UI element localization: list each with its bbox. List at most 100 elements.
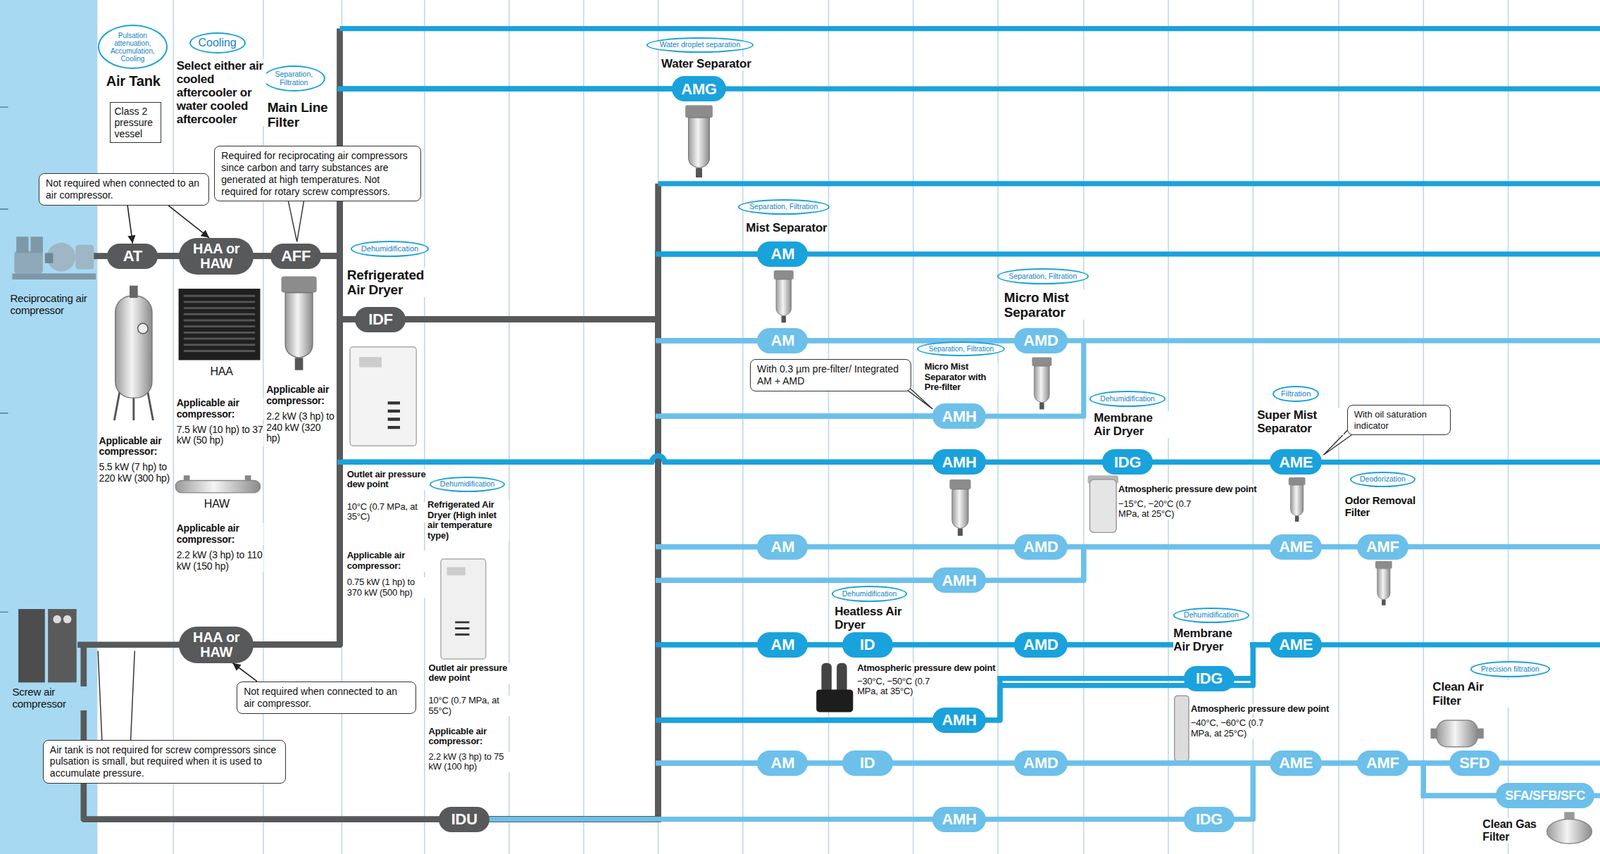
category-tag: Precision filtration [1470,661,1551,677]
filter-image [949,479,971,536]
pipe-connector [405,319,758,646]
node-text: AM [771,754,796,772]
equipment-pill: AFF [270,243,322,270]
connector-line [1423,793,1496,799]
pipe-connector [807,340,1015,341]
pipe-connector [985,678,1184,721]
node-text: Not required when connected to an air co… [243,685,410,710]
reciprocating-compressor-icon [16,236,29,253]
annotation-text: Clean Gas Filter [1482,818,1544,844]
screw-compressor-icon [18,609,77,683]
connector-line [489,580,658,820]
category-tag: Separation, Filtration [262,65,326,92]
pipe-connector [489,547,758,820]
screw-compressor-icon [52,615,62,624]
pipe [77,28,658,820]
dryer-image [816,690,853,713]
node-text: AMD [1023,538,1058,555]
category-tag: Pulsation attenuation, Accumulation, Coo… [97,24,168,70]
pipe [658,340,1600,820]
pointer-arrow [168,205,210,239]
connector-line [127,205,133,244]
node-text: AMH [941,811,977,828]
connector-line [489,763,658,820]
equipment-pill: AMD [1014,328,1067,354]
connector-line [1234,763,1253,820]
connector-line [253,461,340,645]
air-tank-image [129,285,139,298]
annotation-text: Applicable air compressor: [99,435,173,458]
connector-line [1252,642,1270,648]
connector-line [405,319,658,341]
pipe-connector [985,461,1103,463]
pipe-connector [1067,762,1271,764]
annotation-text: Atmospheric pressure dew point [857,663,996,674]
connector-line [1152,459,1270,465]
annotation-text: Applicable air compressor: [347,550,427,572]
pipe-connector [253,255,271,257]
connector-line [658,338,758,343]
connector-line [340,85,673,91]
connector-line [405,319,658,417]
equipment-pill: HAA or HAW [178,626,254,664]
connector-line [1321,760,1358,766]
annotation-text: 2.2 kW (3 hp) to 110 kW (150 hp) [176,550,264,572]
clean-filter-image [1436,720,1478,748]
annotation-text: Applicable air compressor: [428,726,509,748]
pipe-connector [321,256,933,463]
dryer-image [359,357,382,367]
dryer-image [447,567,466,577]
node-text: AME [1278,454,1313,471]
filter-image [685,104,713,178]
node-text: AM [771,636,796,653]
dryer-image [821,663,831,694]
category-tag: Separation, Filtration [997,268,1089,284]
node-text: AME [1278,636,1313,653]
node-text: SFA/SFB/SFC [1504,789,1586,803]
equipment-pill: AM [757,632,808,658]
equipment-pill: ID [842,632,893,658]
node-text: Dehumidification [1100,395,1155,404]
equipment-pill: AMH [932,707,986,734]
equipment-pill: SFD [1449,750,1500,777]
pipe-connector [489,819,933,820]
grid-line [0,107,9,612]
annotation-text: 7.5 kW (10 hp) to 37 kW (50 hp) [176,424,264,447]
equipment-pill: AM [757,241,808,267]
connector-line [807,544,1015,550]
connector-line [489,816,933,822]
equipment-pill: AME [1269,632,1322,658]
pipe-connector [892,762,1015,764]
pipe-connector [489,580,933,820]
annotation-text: 5.5 kW (7 hp) to 220 kW (300 hp) [99,461,173,484]
dryer-image [836,663,847,694]
node-text: AME [1278,754,1313,772]
pointer-arrow [127,205,133,244]
air-tank-image [138,323,148,334]
connector-line [658,338,758,343]
screw-compressor-icon [47,609,77,683]
leader-line [97,650,135,742]
dryer-image [1174,695,1189,762]
connector-line [1000,676,1184,681]
connector-line [658,578,934,584]
connector-line [658,414,934,420]
callout-box: Not required when connected to an air co… [236,681,417,715]
pipe-connector [1067,546,1271,548]
equipment-pill: AMH [932,567,986,593]
equipment-pill: AMH [932,807,986,833]
pipe [77,28,1600,820]
reciprocating-compressor-icon [11,236,96,280]
connector-line [340,455,934,462]
annotation-text: Heatless Air Dryer [834,604,912,632]
connector-line [405,319,658,764]
connector-line [405,319,658,820]
equipment-pill: AMH [932,403,986,429]
filter-image [280,104,1392,606]
node-text: Dehumidification [1183,611,1239,620]
pipe-connector [985,819,1184,820]
connector-line [1252,760,1270,766]
node-text: IDU [451,811,478,828]
connector-line [489,254,658,820]
